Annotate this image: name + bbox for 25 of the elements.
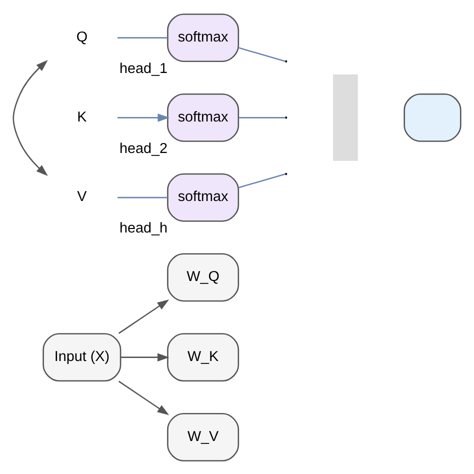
node-box: Input (X) (42, 332, 122, 382)
node-label: head_2 (119, 140, 168, 156)
connector (238, 172, 286, 188)
node-box: W_V (167, 412, 240, 461)
node-box: softmax (167, 172, 240, 222)
node-box: softmax (167, 92, 240, 142)
arrow (12, 60, 48, 176)
node-label: head_h (119, 220, 168, 236)
node-label: head_1 (119, 60, 168, 76)
node-box: softmax (167, 13, 240, 62)
node-text: K (77, 108, 87, 125)
connector (238, 46, 286, 62)
node-box: W_K (167, 332, 240, 382)
connector (238, 116, 286, 118)
node-text: Q (76, 28, 88, 45)
node-bar (332, 74, 358, 160)
connector (118, 36, 168, 38)
arrow (118, 113, 170, 122)
arrow (120, 352, 170, 361)
connector (118, 196, 168, 198)
node-box: W_Q (167, 252, 240, 302)
node-box (404, 92, 462, 142)
arrow (118, 298, 170, 334)
arrow (118, 380, 170, 415)
node-text: V (77, 188, 87, 205)
